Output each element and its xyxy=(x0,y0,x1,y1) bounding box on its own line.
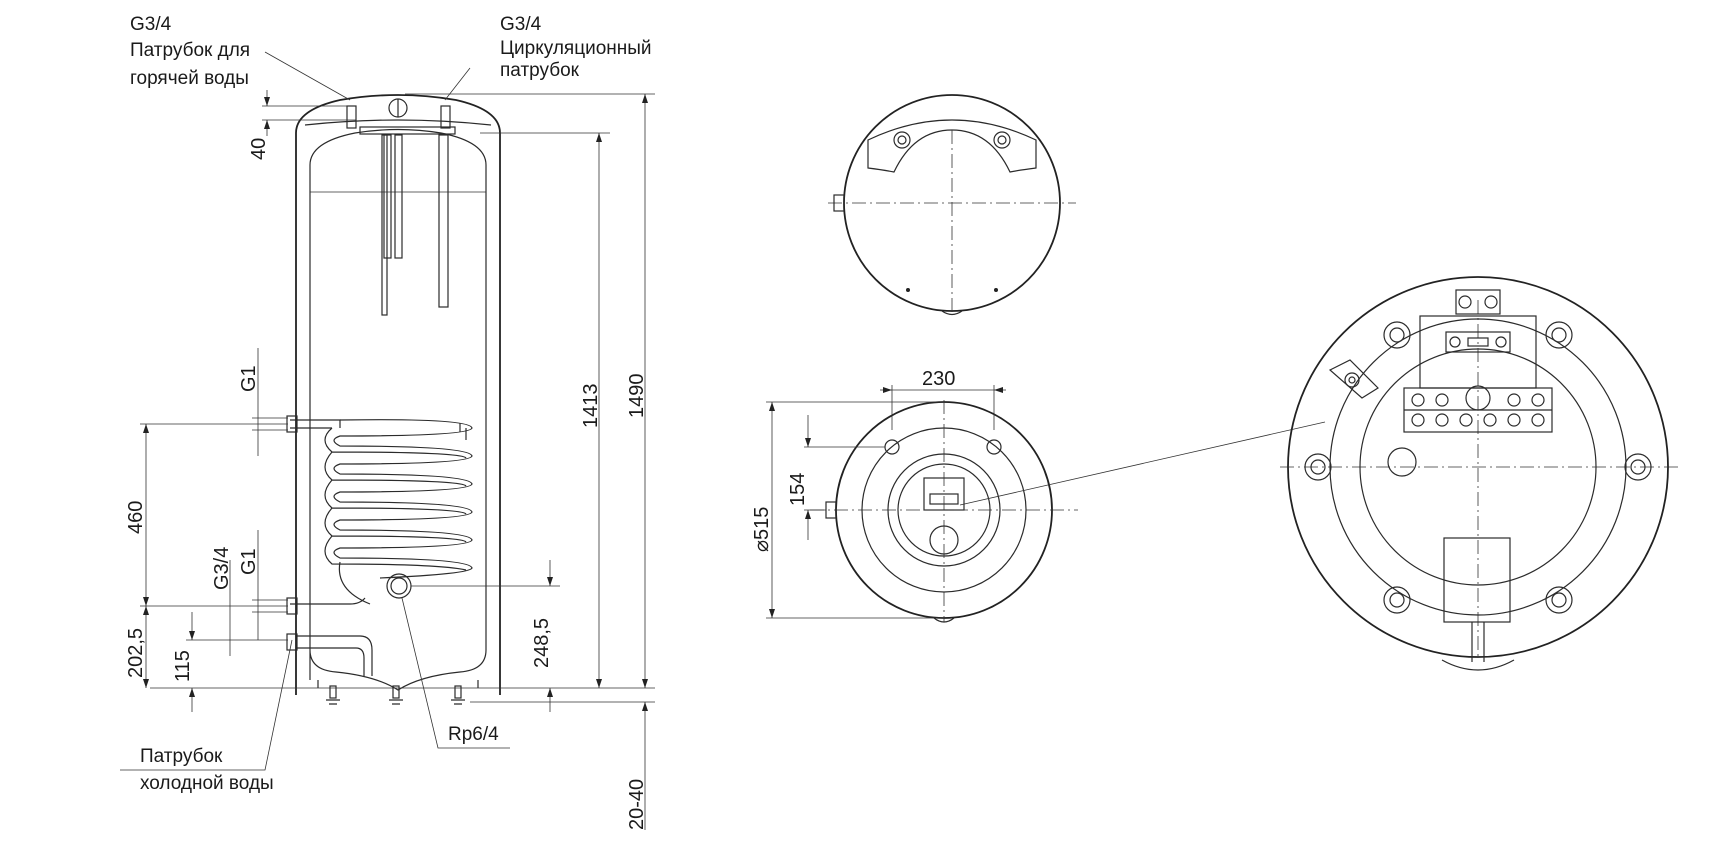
dim-coil-lower: G1 xyxy=(238,548,260,575)
label-hot-line2: горячей воды xyxy=(130,68,249,89)
dim-cold-height: 202,5 xyxy=(125,628,147,678)
label-circ-line1: Циркуляционный xyxy=(500,38,652,59)
tank-inner xyxy=(309,128,487,691)
dim-height-inner: 1413 xyxy=(580,384,602,429)
bottom-view: 230 154 ⌀515 xyxy=(751,368,1326,623)
label-circ-thread: G3/4 xyxy=(500,14,542,35)
label-circ-line2: патрубок xyxy=(500,60,580,81)
label-hot-thread: G3/4 xyxy=(130,14,172,35)
side-view: 40 1413 1490 G1 460 G3/4 G1 202,5 xyxy=(120,14,655,830)
dim-cold-low: 115 xyxy=(172,650,194,682)
hot-water-outlet xyxy=(346,105,357,129)
flange-bolts xyxy=(1304,321,1652,614)
cold-water-port xyxy=(286,633,298,651)
dim-circ-lower: G3/4 xyxy=(211,547,233,590)
dim-spacing: 230 xyxy=(922,368,955,390)
tank-outer xyxy=(295,94,501,695)
top-view xyxy=(828,94,1076,316)
label-rp: Rp6/4 xyxy=(448,724,499,745)
detail-view xyxy=(1280,276,1680,671)
heating-element xyxy=(1441,537,1515,671)
dim-coil-upper: G1 xyxy=(238,365,260,392)
dim-offset-154: 154 xyxy=(787,473,809,506)
dim-feet: 20-40 xyxy=(626,779,648,830)
label-hot-line1: Патрубок для xyxy=(130,40,250,61)
dim-coil-span: 460 xyxy=(125,501,147,534)
heating-coil xyxy=(290,419,473,605)
terminal-block xyxy=(1403,289,1553,433)
dim-diameter: ⌀515 xyxy=(751,507,773,552)
dim-rp-height: 248,5 xyxy=(531,618,553,668)
circulation-outlet xyxy=(440,105,451,129)
thermostat-bracket xyxy=(1328,359,1379,399)
dim-height-total: 1490 xyxy=(626,374,648,419)
label-cold-line1: Патрубок xyxy=(140,746,223,767)
label-cold-line2: холодной воды xyxy=(140,773,274,794)
dim-top-offset: 40 xyxy=(248,138,270,160)
